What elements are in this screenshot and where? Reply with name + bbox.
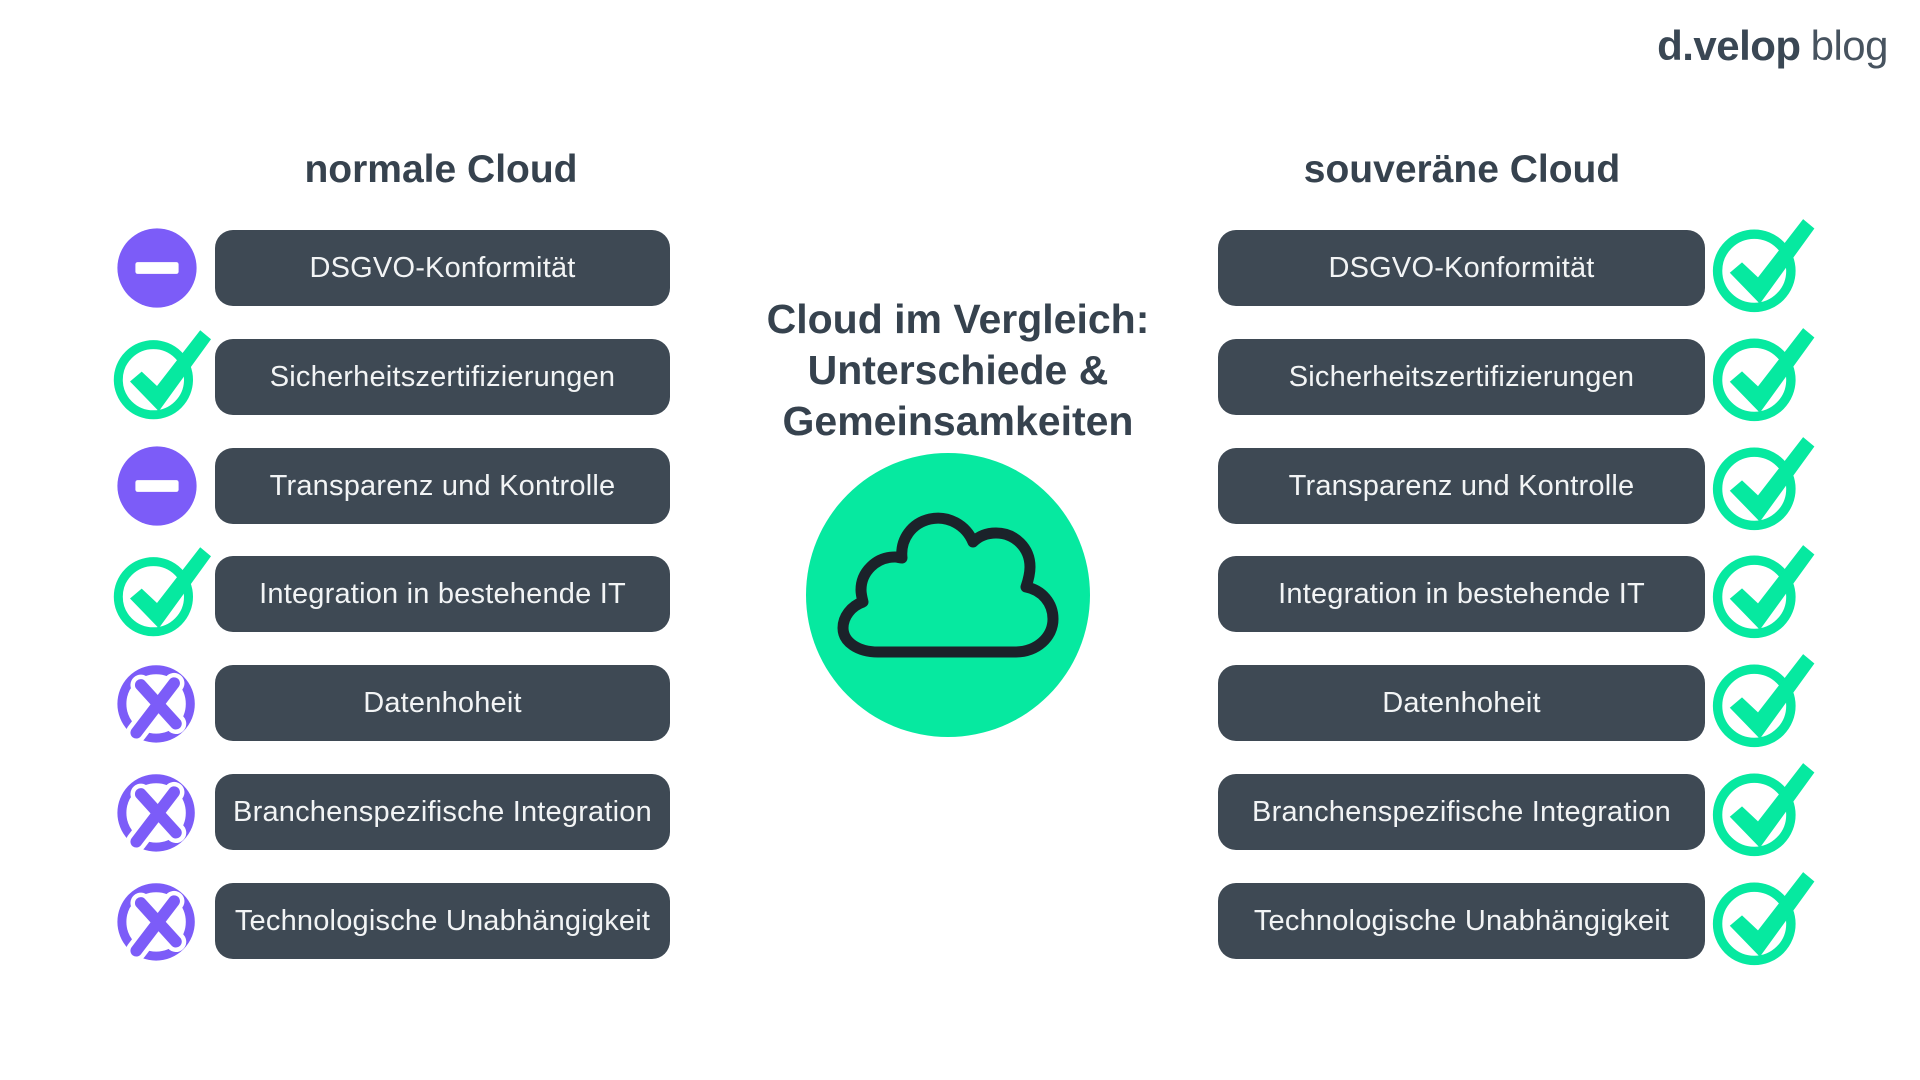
logo-brand: d.velop xyxy=(1657,22,1801,69)
feature-label: Transparenz und Kontrolle xyxy=(1288,469,1635,502)
left-row-6: Branchenspezifische Integration xyxy=(112,774,670,853)
check-icon-wrap xyxy=(1711,328,1815,424)
right-column-heading: souveräne Cloud xyxy=(1303,148,1621,191)
feature-pill: DSGVO-Konformität xyxy=(1218,230,1705,306)
cloud-icon xyxy=(837,512,1059,658)
feature-label: Integration in bestehende IT xyxy=(259,577,626,610)
right-row-6: Branchenspezifische Integration xyxy=(1218,763,1815,857)
cross-icon-wrap xyxy=(112,767,202,857)
check-icon-wrap xyxy=(1711,763,1815,859)
cross-icon-wrap xyxy=(112,658,202,748)
feature-pill: Datenhoheit xyxy=(1218,665,1705,741)
feature-label: Technologische Unabhängigkeit xyxy=(234,904,651,937)
check-icon xyxy=(1712,328,1815,422)
title-line-2: Unterschiede & xyxy=(807,347,1109,393)
right-row-7: Technologische Unabhängigkeit xyxy=(1218,872,1815,966)
check-icon-wrap xyxy=(1711,545,1815,641)
feature-label: Datenhoheit xyxy=(1382,686,1541,719)
left-row-2: Sicherheitszertifizierungen xyxy=(112,330,670,420)
left-column-heading: normale Cloud xyxy=(304,148,578,191)
right-row-2: Sicherheitszertifizierungen xyxy=(1218,328,1815,422)
minus-icon-wrap xyxy=(112,441,202,531)
page-title: Cloud im Vergleich: Unterschiede & Gemei… xyxy=(708,294,1208,447)
title-line-3: Gemeinsamkeiten xyxy=(782,398,1134,444)
feature-pill: Technologische Unabhängigkeit xyxy=(1218,883,1705,959)
left-row-4: Integration in bestehende IT xyxy=(112,547,670,637)
cross-icon xyxy=(117,774,195,853)
right-row-4: Integration in bestehende IT xyxy=(1218,545,1815,639)
feature-label: Branchenspezifische Integration xyxy=(233,795,652,828)
check-icon xyxy=(1712,654,1815,748)
minus-icon xyxy=(117,228,197,308)
cross-icon xyxy=(117,665,195,744)
feature-pill: Technologische Unabhängigkeit xyxy=(215,883,670,959)
feature-label: Datenhoheit xyxy=(363,686,522,719)
cross-icon xyxy=(117,883,195,962)
check-icon xyxy=(1712,437,1815,531)
check-icon xyxy=(1712,545,1815,639)
left-row-7: Technologische Unabhängigkeit xyxy=(112,883,670,962)
title-line-1: Cloud im Vergleich: xyxy=(766,296,1150,342)
feature-pill: Transparenz und Kontrolle xyxy=(1218,448,1705,524)
feature-label: DSGVO-Konformität xyxy=(1328,251,1595,284)
feature-label: Sicherheitszertifizierungen xyxy=(1288,360,1635,393)
feature-pill: DSGVO-Konformität xyxy=(215,230,670,306)
feature-label: Sicherheitszertifizierungen xyxy=(269,360,616,393)
feature-pill: Transparenz und Kontrolle xyxy=(215,448,670,524)
feature-pill: Branchenspezifische Integration xyxy=(1218,774,1705,850)
right-row-3: Transparenz und Kontrolle xyxy=(1218,437,1815,531)
minus-icon-wrap xyxy=(112,223,202,313)
cloud-badge xyxy=(806,453,1090,737)
left-row-3: Transparenz und Kontrolle xyxy=(112,446,670,526)
right-row-5: Datenhoheit xyxy=(1218,654,1815,748)
left-row-1: DSGVO-Konformität xyxy=(112,228,670,308)
cross-icon-wrap xyxy=(112,876,202,966)
minus-icon xyxy=(117,446,197,526)
check-icon-wrap xyxy=(112,547,211,639)
left-row-5: Datenhoheit xyxy=(112,665,670,744)
logo-suffix: blog xyxy=(1810,22,1889,69)
feature-pill: Integration in bestehende IT xyxy=(1218,556,1705,632)
feature-label: Branchenspezifische Integration xyxy=(1252,795,1671,828)
feature-pill: Sicherheitszertifizierungen xyxy=(215,339,670,415)
feature-label: Integration in bestehende IT xyxy=(1278,577,1645,610)
feature-pill: Branchenspezifische Integration xyxy=(215,774,670,850)
check-icon-wrap xyxy=(1711,219,1815,315)
feature-label: Transparenz und Kontrolle xyxy=(269,469,616,502)
check-icon-wrap xyxy=(1711,437,1815,533)
check-icon-wrap xyxy=(1711,654,1815,750)
right-row-1: DSGVO-Konformität xyxy=(1218,219,1815,313)
check-icon xyxy=(113,330,211,420)
check-icon xyxy=(1712,763,1815,857)
feature-pill: Integration in bestehende IT xyxy=(215,556,670,632)
feature-pill: Sicherheitszertifizierungen xyxy=(1218,339,1705,415)
check-icon xyxy=(1712,219,1815,313)
check-icon xyxy=(1712,872,1815,966)
check-icon-wrap xyxy=(112,330,211,422)
check-icon-wrap xyxy=(1711,872,1815,968)
feature-label: DSGVO-Konformität xyxy=(309,251,576,284)
check-icon xyxy=(113,547,211,637)
feature-pill: Datenhoheit xyxy=(215,665,670,741)
feature-label: Technologische Unabhängigkeit xyxy=(1253,904,1670,937)
